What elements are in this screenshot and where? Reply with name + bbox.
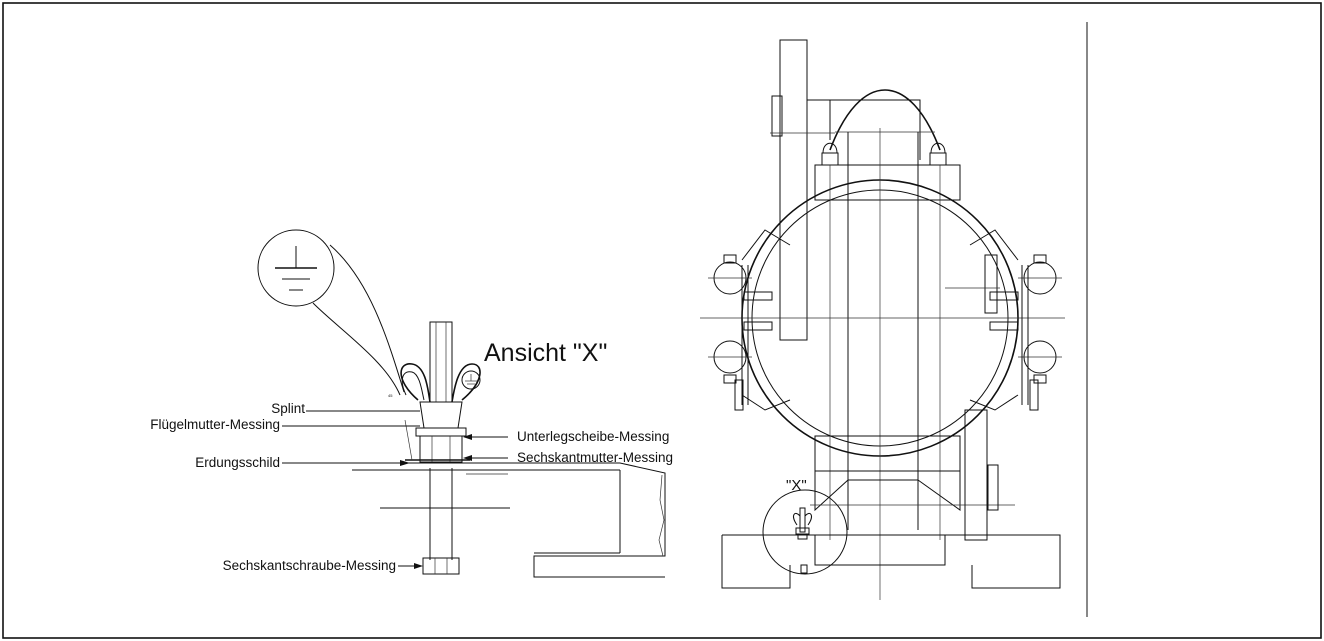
mounting-plate xyxy=(352,462,666,578)
left-lugs xyxy=(708,229,791,411)
detail-marker-x: "X" xyxy=(762,477,848,575)
svg-text:45: 45 xyxy=(388,393,393,398)
top-bolts xyxy=(821,142,947,166)
label-grounding-plate: Erdungsschild xyxy=(195,455,280,470)
right-lugs xyxy=(945,229,1062,411)
wing-nut-assembly: 45 xyxy=(388,321,481,463)
ground-symbol-bubble xyxy=(257,229,405,396)
label-splint: Splint xyxy=(271,401,305,416)
label-wing-nut: Flügelmutter-Messing xyxy=(150,417,280,432)
label-hex-bolt: Sechskantschraube-Messing xyxy=(223,558,396,573)
detail-view-x: 45 Ansicht "X" Splint Flügelmutter-Messi… xyxy=(150,229,673,578)
callout-leaders xyxy=(282,410,508,569)
label-hex-nut: Sechskantmutter-Messing xyxy=(517,450,673,465)
label-washer: Unterlegscheibe-Messing xyxy=(517,429,669,444)
detail-marker-label: "X" xyxy=(786,477,807,494)
hex-bolt xyxy=(422,468,460,575)
valve-assembly: "X" xyxy=(700,39,1065,600)
view-title: Ansicht "X" xyxy=(484,339,607,367)
